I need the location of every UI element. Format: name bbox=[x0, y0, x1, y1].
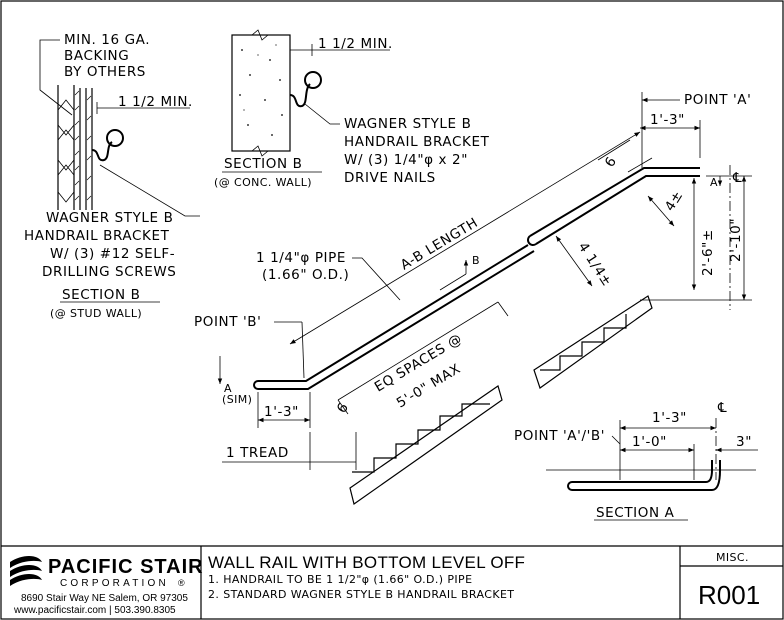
drawing-note-2: 2. STANDARD WAGNER STYLE B HANDRAIL BRAC… bbox=[208, 588, 514, 601]
point-b-label: POINT 'B' bbox=[194, 314, 261, 330]
section-b-stud-wall bbox=[39, 39, 200, 303]
conc-bracket-4: DRIVE NAILS bbox=[344, 170, 436, 186]
top-extension-dim: 1'-3" bbox=[650, 112, 685, 128]
stud-bracket-3: W/ (3) #12 SELF- bbox=[50, 246, 175, 262]
section-a-mid-dim: 1'-0" bbox=[632, 434, 667, 450]
conc-clearance-dim: 1 1/2 MIN. bbox=[318, 36, 393, 52]
stud-section-title: SECTION B bbox=[62, 287, 140, 303]
section-a-ext-dim: 1'-3" bbox=[652, 410, 687, 426]
note-backing-2: BACKING bbox=[64, 48, 129, 64]
note-backing-1: MIN. 16 GA. bbox=[64, 32, 150, 48]
rail-height-dim: 2'-6"± bbox=[700, 229, 716, 276]
top-six-dim: 6 bbox=[602, 154, 620, 170]
handrail-elevation bbox=[217, 92, 752, 505]
section-marker-b: B bbox=[472, 254, 480, 267]
section-a-centerline: ℄ bbox=[717, 400, 727, 416]
one-tread-label: 1 TREAD bbox=[226, 445, 289, 461]
rail-height-max-dim: 2'-10" bbox=[728, 218, 744, 262]
section-marker-a-sim: A bbox=[224, 382, 232, 395]
conc-section-sub: (@ CONC. WALL) bbox=[214, 176, 312, 189]
section-a bbox=[546, 418, 758, 521]
four-dim: 4± bbox=[662, 188, 687, 214]
note-backing-3: BY OTHERS bbox=[64, 64, 146, 80]
registered-mark: ® bbox=[178, 578, 185, 588]
stud-bracket-1: WAGNER STYLE B bbox=[46, 210, 173, 226]
point-ab-label: POINT 'A'/'B' bbox=[514, 428, 605, 444]
pipe-label-2: (1.66" O.D.) bbox=[262, 267, 349, 283]
ab-length-label: A-B LENGTH bbox=[398, 215, 481, 274]
stud-bracket-2: HANDRAIL BRACKET bbox=[24, 228, 170, 244]
section-marker-a-sim-note: (SIM) bbox=[222, 393, 252, 406]
point-a-label: POINT 'A' bbox=[684, 92, 751, 108]
centerline-top: ℄ bbox=[732, 170, 742, 186]
drawing-number: R001 bbox=[698, 580, 760, 610]
conc-section-title: SECTION B bbox=[224, 156, 302, 172]
conc-bracket-3: W/ (3) 1/4"φ x 2" bbox=[344, 152, 468, 168]
company-logo-mark bbox=[10, 556, 42, 586]
bottom-extension-dim: 1'-3" bbox=[264, 404, 299, 420]
drawing-note-1: 1. HANDRAIL TO BE 1 1/2"φ (1.66" O.D.) P… bbox=[208, 573, 472, 586]
drawing-title: WALL RAIL WITH BOTTOM LEVEL OFF bbox=[208, 553, 525, 572]
stud-section-sub: (@ STUD WALL) bbox=[50, 307, 142, 320]
bottom-six-dim: 6 bbox=[334, 400, 352, 416]
conc-bracket-1: WAGNER STYLE B bbox=[344, 116, 471, 132]
stud-bracket-4: DRILLING SCREWS bbox=[42, 264, 176, 280]
pipe-label-1: 1 1/4"φ PIPE bbox=[256, 250, 346, 266]
section-a-right-dim: 3" bbox=[736, 434, 752, 450]
section-marker-a-top: A bbox=[710, 176, 718, 189]
company-sub: CORPORATION bbox=[60, 578, 169, 589]
conc-bracket-2: HANDRAIL BRACKET bbox=[344, 134, 490, 150]
section-a-title: SECTION A bbox=[596, 505, 675, 521]
company-name: PACIFIC STAIR bbox=[48, 556, 204, 578]
company-address: 8690 Stair Way NE Salem, OR 97305 bbox=[21, 593, 188, 604]
stud-clearance-dim: 1 1/2 MIN. bbox=[118, 94, 193, 110]
title-block bbox=[1, 545, 783, 619]
company-contact: www.pacificstair.com | 503.390.8305 bbox=[13, 605, 176, 616]
drawing-category: MISC. bbox=[716, 551, 749, 564]
four-quarter-dim: 4 1/4± bbox=[575, 239, 615, 289]
